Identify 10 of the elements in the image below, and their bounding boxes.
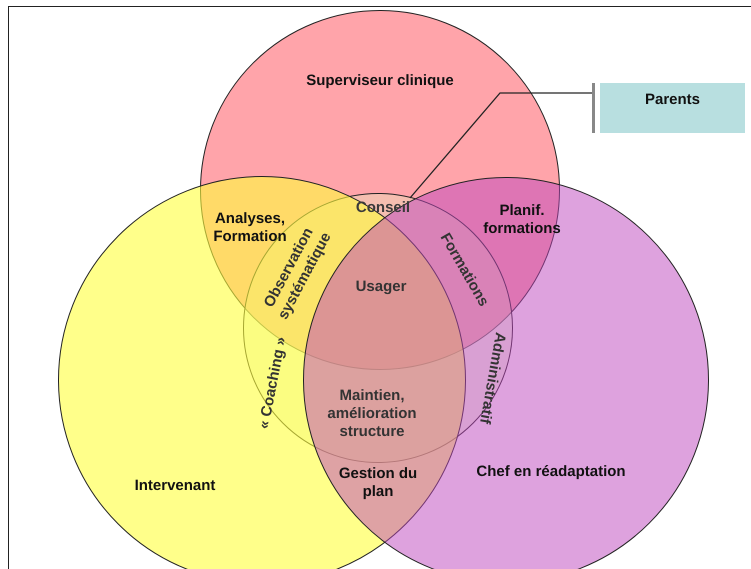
callout-box: Parents bbox=[592, 83, 745, 133]
circle-label: Usager bbox=[354, 278, 408, 296]
region-label: Maintien, amélioration structure bbox=[326, 387, 418, 441]
region-label: Planif. formations bbox=[483, 202, 562, 237]
region-label: « Coaching » bbox=[254, 334, 291, 432]
circle-label: Chef en réadaptation bbox=[475, 463, 627, 481]
region-label: Gestion du plan bbox=[338, 465, 418, 501]
circle-label: Superviseur clinique bbox=[305, 72, 455, 90]
region-label: Administratif bbox=[475, 330, 510, 428]
circle-label: Intervenant bbox=[134, 477, 216, 495]
